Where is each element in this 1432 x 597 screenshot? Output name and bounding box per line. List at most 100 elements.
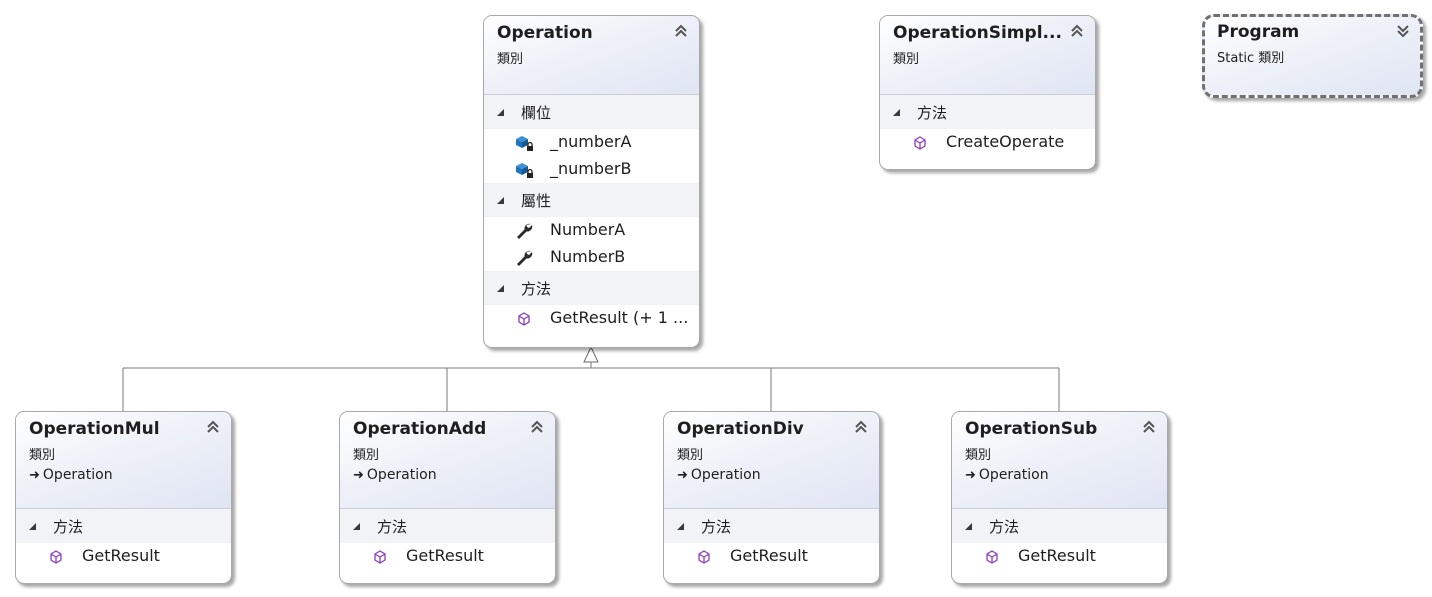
base-class-name: Operation	[366, 467, 437, 483]
method-cube-icon	[914, 136, 926, 150]
base-class-name: Operation	[42, 467, 113, 483]
double-chevron-up-icon[interactable]	[1069, 23, 1085, 39]
field-item[interactable]: _numberB	[484, 156, 699, 183]
method-name: GetResult	[730, 546, 808, 565]
methods-compartment-header[interactable]: 方法	[484, 271, 699, 305]
method-item[interactable]: GetResult	[16, 543, 231, 570]
method-name: GetResult	[82, 546, 160, 565]
class-shape-operation-add[interactable]: OperationAdd 類別 ➜Operation 方法 GetResult	[339, 411, 556, 584]
fields-compartment-header[interactable]: 欄位	[484, 95, 699, 129]
property-item[interactable]: NumberB	[484, 244, 699, 271]
class-header[interactable]: OperationMul 類別 ➜Operation	[16, 412, 231, 509]
method-cube-icon	[698, 550, 710, 564]
property-name: NumberA	[550, 220, 626, 239]
class-kind: 類別	[497, 52, 524, 67]
method-item[interactable]: GetResult	[340, 543, 555, 570]
methods-label: 方法	[377, 518, 408, 536]
class-kind: 類別	[893, 52, 920, 67]
base-class: ➜Operation	[677, 467, 761, 483]
field-name: _numberA	[550, 132, 632, 151]
methods-label: 方法	[701, 518, 732, 536]
method-item[interactable]: GetResult (+ 1 ...	[484, 305, 699, 332]
method-item[interactable]: GetResult	[952, 543, 1167, 570]
class-kind: 類別	[29, 448, 56, 463]
class-shape-operation-sub[interactable]: OperationSub 類別 ➜Operation 方法 GetResult	[951, 411, 1168, 584]
method-cube-icon	[986, 550, 998, 564]
base-class: ➜Operation	[29, 467, 113, 483]
property-name: NumberB	[550, 247, 626, 266]
class-name: OperationDiv	[677, 419, 804, 439]
double-chevron-down-icon[interactable]	[1395, 23, 1411, 39]
methods-label: 方法	[917, 104, 948, 122]
method-item[interactable]: GetResult	[664, 543, 879, 570]
section-triangle-icon[interactable]	[677, 523, 684, 530]
method-cube-icon	[50, 550, 62, 564]
inherits-arrow-icon: ➜	[353, 468, 364, 483]
method-item[interactable]: CreateOperate	[880, 129, 1095, 156]
property-item[interactable]: NumberA	[484, 217, 699, 244]
class-header[interactable]: Operation 類別	[484, 16, 699, 95]
methods-label: 方法	[989, 518, 1020, 536]
section-triangle-icon[interactable]	[497, 109, 504, 116]
class-header[interactable]: OperationSub 類別 ➜Operation	[952, 412, 1167, 509]
class-name: Program	[1217, 22, 1300, 42]
double-chevron-up-icon[interactable]	[529, 419, 545, 435]
double-chevron-up-icon[interactable]	[1141, 419, 1157, 435]
method-cube-icon	[374, 550, 386, 564]
field-private-icon	[516, 163, 533, 178]
base-class: ➜Operation	[353, 467, 437, 483]
double-chevron-up-icon[interactable]	[205, 419, 221, 435]
class-header[interactable]: Program Static 類別	[1205, 17, 1420, 95]
class-name: Operation	[497, 23, 593, 43]
methods-compartment-header[interactable]: 方法	[340, 509, 555, 543]
properties-compartment-header[interactable]: 屬性	[484, 183, 699, 217]
methods-compartment-header[interactable]: 方法	[664, 509, 879, 543]
double-chevron-up-icon[interactable]	[673, 23, 689, 39]
base-class-name: Operation	[978, 467, 1049, 483]
double-chevron-up-icon[interactable]	[853, 419, 869, 435]
methods-compartment-header[interactable]: 方法	[16, 509, 231, 543]
wrench-property-icon	[517, 250, 533, 266]
method-name: GetResult	[406, 546, 484, 565]
section-triangle-icon[interactable]	[497, 197, 504, 204]
class-header[interactable]: OperationSimpl... 類別	[880, 16, 1095, 95]
class-shape-operation[interactable]: Operation 類別 欄位 _numberA _numberB 屬性	[483, 15, 700, 348]
methods-compartment-header[interactable]: 方法	[952, 509, 1167, 543]
base-class: ➜Operation	[965, 467, 1049, 483]
method-cube-icon	[518, 312, 530, 326]
base-class-name: Operation	[690, 467, 761, 483]
inherits-arrow-icon: ➜	[29, 468, 40, 483]
method-name: CreateOperate	[946, 132, 1065, 151]
class-shape-operation-div[interactable]: OperationDiv 類別 ➜Operation 方法 GetResult	[663, 411, 880, 584]
properties-label: 屬性	[521, 192, 552, 210]
section-triangle-icon[interactable]	[497, 285, 504, 292]
inherits-arrow-icon: ➜	[965, 468, 976, 483]
class-kind: Static 類別	[1217, 51, 1285, 66]
method-name: GetResult	[1018, 546, 1096, 565]
section-triangle-icon[interactable]	[965, 523, 972, 530]
class-kind: 類別	[353, 448, 380, 463]
inheritance-arrowhead	[583, 345, 599, 363]
section-triangle-icon[interactable]	[353, 523, 360, 530]
wrench-property-icon	[517, 223, 533, 239]
fields-label: 欄位	[521, 104, 552, 122]
methods-label: 方法	[53, 518, 84, 536]
class-header[interactable]: OperationAdd 類別 ➜Operation	[340, 412, 555, 509]
class-shape-program[interactable]: Program Static 類別	[1202, 14, 1423, 98]
class-shape-operation-mul[interactable]: OperationMul 類別 ➜Operation 方法 GetResult	[15, 411, 232, 584]
field-private-icon	[516, 136, 533, 151]
methods-compartment-header[interactable]: 方法	[880, 95, 1095, 129]
section-triangle-icon[interactable]	[893, 109, 900, 116]
inherits-arrow-icon: ➜	[677, 468, 688, 483]
class-name: OperationSimpl...	[893, 23, 1062, 43]
section-triangle-icon[interactable]	[29, 523, 36, 530]
class-kind: 類別	[965, 448, 992, 463]
class-kind: 類別	[677, 448, 704, 463]
class-header[interactable]: OperationDiv 類別 ➜Operation	[664, 412, 879, 509]
field-item[interactable]: _numberA	[484, 129, 699, 156]
method-name: GetResult (+ 1 ...	[550, 308, 689, 327]
class-name: OperationAdd	[353, 419, 487, 439]
class-shape-operation-simple-factory[interactable]: OperationSimpl... 類別 方法 CreateOperate	[879, 15, 1096, 170]
